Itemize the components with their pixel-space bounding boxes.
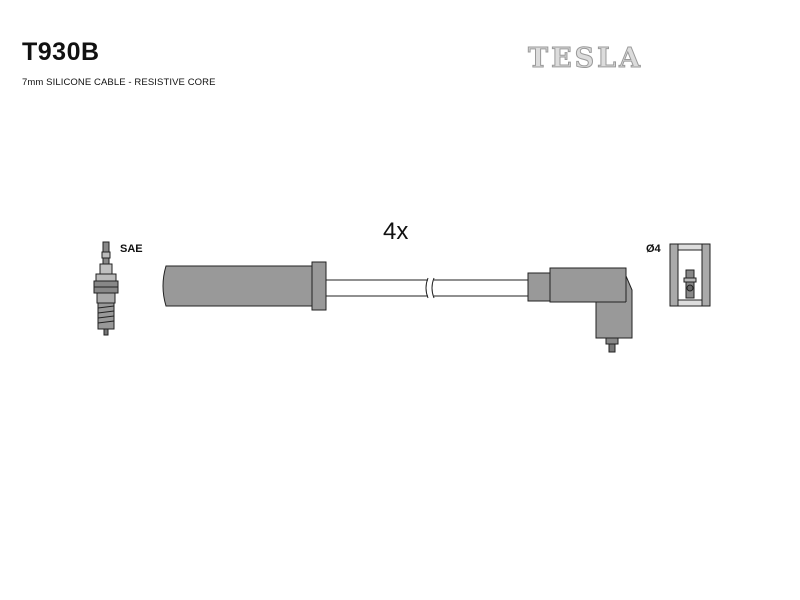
cable-spec: 7mm SILICONE CABLE - RESISTIVE CORE <box>22 77 216 88</box>
plug-type-label: SAE <box>120 243 143 255</box>
terminal-diameter-label: Ø4 <box>646 243 661 255</box>
part-code: T930B <box>22 38 100 66</box>
straight-boot-icon <box>162 261 327 311</box>
angled-boot-icon <box>527 267 633 353</box>
quantity-label: 4x <box>383 218 409 245</box>
cable-line <box>326 277 528 299</box>
spark-plug-icon <box>93 241 119 336</box>
terminal-section-icon <box>669 243 711 307</box>
brand-logo: TESLA <box>527 43 644 74</box>
